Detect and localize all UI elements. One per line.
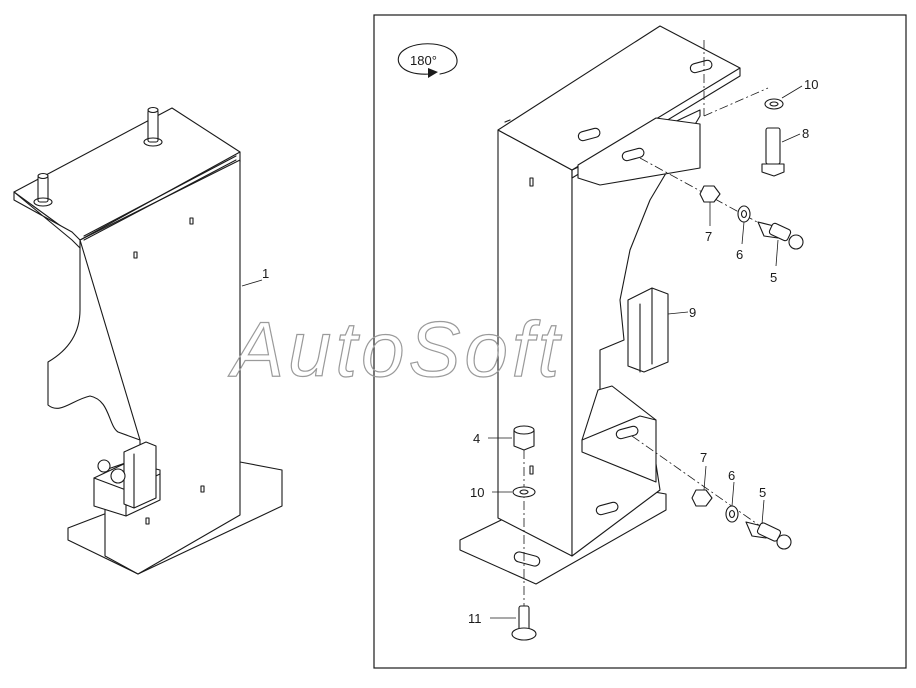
right-bracket-assembly: 9 10 8 7 6 5 7 6 — [459, 25, 818, 641]
detail-frame — [373, 14, 907, 669]
rotation-badge-text: 180° — [410, 53, 437, 68]
callout-7-lower: 7 — [700, 450, 707, 465]
callout-6-upper: 6 — [736, 247, 743, 262]
callout-6-lower: 6 — [728, 468, 735, 483]
callout-4: 4 — [473, 431, 480, 446]
rotate-180-icon: 180° — [397, 43, 458, 78]
callout-1: 1 — [262, 266, 269, 281]
callout-10-top: 10 — [804, 77, 818, 92]
callout-11: 11 — [468, 611, 482, 626]
left-bracket-assembly: 1 — [13, 106, 283, 575]
callout-5-upper: 5 — [770, 270, 777, 285]
callout-7-upper: 7 — [705, 229, 712, 244]
callout-10-left: 10 — [470, 485, 484, 500]
callout-8: 8 — [802, 126, 809, 141]
watermark: AutoSoft — [228, 305, 563, 393]
callout-9: 9 — [689, 305, 696, 320]
callout-5-lower: 5 — [759, 485, 766, 500]
